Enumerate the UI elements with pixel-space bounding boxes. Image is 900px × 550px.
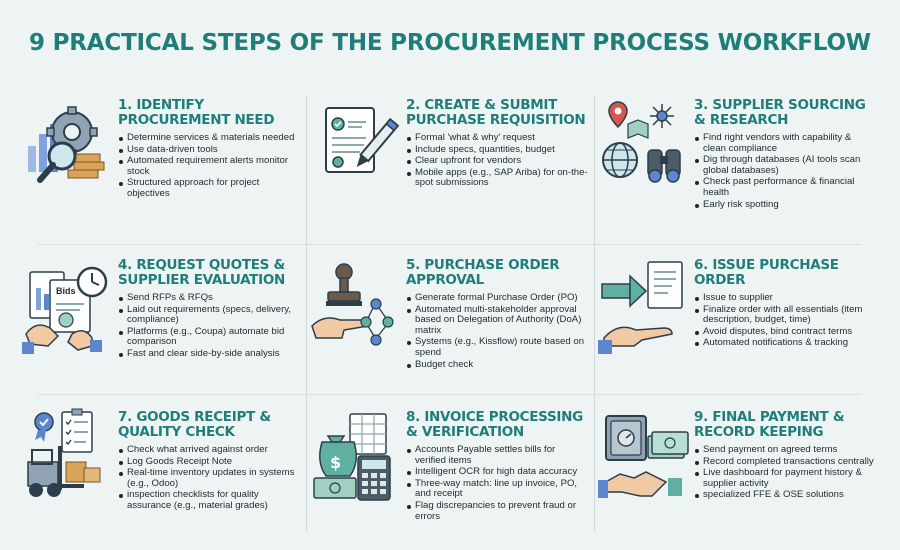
step-bullets: Determine services & materials needed Us…	[118, 132, 300, 200]
step-bullet: Budget check	[406, 359, 588, 371]
step-title: 9. FINAL PAYMENT & RECORD KEEPING	[694, 409, 845, 440]
step-text-9: 9. FINAL PAYMENT & RECORD KEEPING Send p…	[694, 410, 876, 502]
step-card-4: Bids 4. REQUEST QUOTES & SUPPLIER EVALUA…	[18, 248, 306, 398]
step-bullet: Platforms (e.g., Coupa) automate bid com…	[118, 326, 300, 348]
step-text-2: 2. CREATE & SUBMIT PURCHASE REQUISITION …	[406, 98, 588, 190]
step-bullet: inspection checklists for quality assura…	[118, 490, 300, 511]
step-bullet: Issue to supplier	[694, 292, 876, 304]
step-bullets: Formal 'what & why' request Include spec…	[406, 132, 588, 189]
step-text-3: 3. SUPPLIER SOURCING & RESEARCH Find rig…	[694, 98, 876, 211]
step-card-7: 7. GOODS RECEIPT & QUALITY CHECK Check w…	[18, 400, 306, 550]
step-bullet: Find right vendors with capability & cle…	[694, 132, 876, 154]
step-bullet: Structured approach for project objectiv…	[118, 178, 300, 199]
step-card-5: 5. PURCHASE ORDER APPROVAL Generate form…	[306, 248, 594, 398]
step-title: 7. GOODS RECEIPT & QUALITY CHECK	[118, 409, 271, 440]
bids-clock-icon: Bids	[22, 254, 114, 354]
step-bullet: Laid out requirements (specs, delivery, …	[118, 304, 300, 326]
globe-binoculars-icon	[598, 94, 690, 194]
document-pen-icon	[310, 94, 402, 194]
step-bullets: Send RFPs & RFQs Laid out requirements (…	[118, 292, 300, 360]
step-bullet: Intelligent OCR for high data accuracy	[406, 467, 588, 478]
step-title: 1. IDENTIFY PROCUREMENT NEED	[118, 97, 275, 128]
step-card-3: 3. SUPPLIER SOURCING & RESEARCH Find rig…	[594, 88, 882, 238]
step-bullet: Automated multi-stakeholder approval bas…	[406, 304, 588, 337]
step-title: 6. ISSUE PURCHASE ORDER	[694, 257, 839, 288]
step-bullets: Accounts Payable settles bills for verif…	[406, 444, 588, 522]
step-bullet: Mobile apps (e.g., SAP Ariba) for on-the…	[406, 167, 588, 189]
step-bullets: Generate formal Purchase Order (PO) Auto…	[406, 292, 588, 371]
step-bullet: Three-way match: line up invoice, PO, an…	[406, 478, 588, 500]
step-bullets: Check what arrived against order Log Goo…	[118, 444, 300, 512]
step-title: 8. INVOICE PROCESSING & VERIFICATION	[406, 409, 583, 440]
steps-grid: 1. IDENTIFY PROCUREMENT NEED Determine s…	[18, 88, 882, 540]
step-bullet: Send payment on agreed terms	[694, 444, 876, 456]
step-bullet: Automated requirement alerts monitor sto…	[118, 155, 300, 177]
step-card-2: 2. CREATE & SUBMIT PURCHASE REQUISITION …	[306, 88, 594, 238]
page-title: 9 PRACTICAL STEPS OF THE PROCUREMENT PRO…	[29, 30, 871, 56]
step-bullet: Live dashboard for payment history & sup…	[694, 467, 876, 489]
step-bullet: specialized FFE & OSE solutions	[694, 490, 876, 501]
step-bullet: Finalize order with all essentials (item…	[694, 304, 876, 326]
step-bullet: Check what arrived against order	[118, 444, 300, 456]
step-bullet: Fast and clear side-by-side analysis	[118, 348, 300, 360]
step-bullet: Real-time inventory updates in systems (…	[118, 467, 300, 489]
step-text-7: 7. GOODS RECEIPT & QUALITY CHECK Check w…	[118, 410, 300, 513]
step-bullet: Clear upfront for vendors	[406, 156, 588, 167]
step-title: 5. PURCHASE ORDER APPROVAL	[406, 257, 560, 288]
step-bullet: Dig through databases (AI tools scan glo…	[694, 154, 876, 176]
column-divider	[594, 96, 595, 532]
row-divider	[38, 244, 862, 245]
forklift-checklist-icon	[22, 406, 114, 506]
step-bullets: Issue to supplier Finalize order with al…	[694, 292, 876, 349]
gear-magnifier-icon	[22, 94, 114, 194]
step-title: 2. CREATE & SUBMIT PURCHASE REQUISITION	[406, 97, 586, 128]
svg-text:$: $	[330, 453, 341, 472]
step-bullet: Record completed transactions centrally	[694, 456, 876, 468]
step-bullet: Generate formal Purchase Order (PO)	[406, 292, 588, 304]
step-bullet: Automated notifications & tracking	[694, 338, 876, 349]
arrow-document-hand-icon	[598, 254, 690, 354]
safe-handshake-icon	[598, 406, 690, 506]
step-bullets: Send payment on agreed terms Record comp…	[694, 444, 876, 501]
stamp-hand-icon	[310, 254, 402, 354]
step-title: 3. SUPPLIER SOURCING & RESEARCH	[694, 97, 866, 128]
step-text-5: 5. PURCHASE ORDER APPROVAL Generate form…	[406, 258, 588, 371]
step-bullet: Early risk spotting	[694, 199, 876, 211]
step-bullet: Determine services & materials needed	[118, 132, 300, 144]
step-bullet: Formal 'what & why' request	[406, 132, 588, 144]
step-bullet: Send RFPs & RFQs	[118, 292, 300, 304]
step-card-8: $ 8. INVOICE PROCESSING & VERIFICATION A…	[306, 400, 594, 550]
step-bullet: Systems (e.g., Kissflow) route based on …	[406, 337, 588, 358]
step-bullets: Find right vendors with capability & cle…	[694, 132, 876, 211]
column-divider	[306, 96, 307, 532]
bids-label: Bids	[56, 286, 76, 296]
step-text-8: 8. INVOICE PROCESSING & VERIFICATION Acc…	[406, 410, 588, 523]
step-bullet: Include specs, quantities, budget	[406, 144, 588, 156]
step-title: 4. REQUEST QUOTES & SUPPLIER EVALUATION	[118, 257, 285, 288]
step-card-9: 9. FINAL PAYMENT & RECORD KEEPING Send p…	[594, 400, 882, 550]
step-bullet: Accounts Payable settles bills for verif…	[406, 444, 588, 466]
step-card-6: 6. ISSUE PURCHASE ORDER Issue to supplie…	[594, 248, 882, 398]
step-card-1: 1. IDENTIFY PROCUREMENT NEED Determine s…	[18, 88, 306, 238]
step-bullet: Avoid disputes, bind contract terms	[694, 326, 876, 338]
money-calculator-icon: $	[310, 406, 402, 506]
step-text-4: 4. REQUEST QUOTES & SUPPLIER EVALUATION …	[118, 258, 300, 361]
step-bullet: Log Goods Receipt Note	[118, 456, 300, 468]
step-text-6: 6. ISSUE PURCHASE ORDER Issue to supplie…	[694, 258, 876, 350]
step-bullet: Use data-driven tools	[118, 144, 300, 156]
row-divider	[38, 394, 862, 395]
step-bullet: Check past performance & financial healt…	[694, 177, 876, 198]
step-text-1: 1. IDENTIFY PROCUREMENT NEED Determine s…	[118, 98, 300, 201]
step-bullet: Flag discrepancies to prevent fraud or e…	[406, 500, 588, 522]
